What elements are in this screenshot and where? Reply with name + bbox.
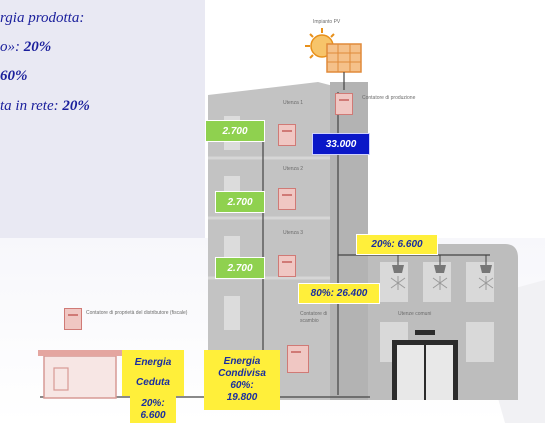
- ceded-percent: 20%:: [141, 397, 165, 409]
- shared-energy-box: Energia Condivisa 60%: 19.800: [204, 350, 280, 410]
- shared-share-box: 80%: 26.400: [298, 283, 380, 304]
- legend-line-self: o»: 20%: [0, 39, 52, 55]
- user1-label: Utenza 1: [283, 100, 304, 106]
- ceded-value: 6.600: [140, 409, 166, 421]
- exchange-meter-label: Contatore di scambio: [300, 311, 328, 324]
- legend-line-shared: 60%: [0, 68, 28, 85]
- legend-line-produced: rgia prodotta:: [0, 10, 85, 26]
- shared-percent: 60%:: [230, 380, 254, 391]
- production-value-box: 33.000: [312, 133, 370, 155]
- shared-subtitle: Condivisa: [218, 368, 266, 379]
- production-meter-icon: [335, 93, 353, 115]
- user2-consumption-box: 2.700: [215, 191, 265, 213]
- exchange-meter-icon: [287, 345, 309, 373]
- ceded-title: Energia: [134, 357, 172, 368]
- user2-label: Utenza 2: [283, 166, 304, 172]
- legend-grid-value: 20%: [62, 98, 90, 114]
- ceded-energy-value-box: 20%: 6.600: [130, 396, 176, 423]
- shared-title: Energia: [223, 356, 261, 367]
- pv-label: Impianto PV: [313, 19, 341, 25]
- common-users-label: Utenze comuni: [398, 311, 432, 317]
- legend-shared-value: 60%: [0, 68, 28, 84]
- user3-label: Utenza 3: [283, 230, 304, 236]
- user3-consumption-box: 2.700: [215, 257, 265, 279]
- production-meter-label: Contatore di produzione: [362, 95, 416, 101]
- legend-line-grid: ta in rete: 20%: [0, 98, 90, 114]
- ceded-subtitle: Ceduta: [136, 377, 170, 388]
- distributor-meter-label: Contatore di proprietà del distributore …: [86, 310, 188, 316]
- distributor-meter-icon: [64, 308, 82, 330]
- legend-panel: rgia prodotta: o»: 20% 60% ta in rete: 2…: [0, 0, 205, 238]
- ceded-energy-box: Energia Ceduta: [122, 350, 184, 396]
- user2-meter-icon: [278, 188, 296, 210]
- user3-meter-icon: [278, 255, 296, 277]
- shared-value: 19.800: [226, 392, 258, 403]
- legend-self-value: 20%: [23, 39, 52, 55]
- common-share-box: 20%: 6.600: [356, 234, 438, 255]
- user1-meter-icon: [278, 124, 296, 146]
- user1-consumption-box: 2.700: [205, 120, 265, 142]
